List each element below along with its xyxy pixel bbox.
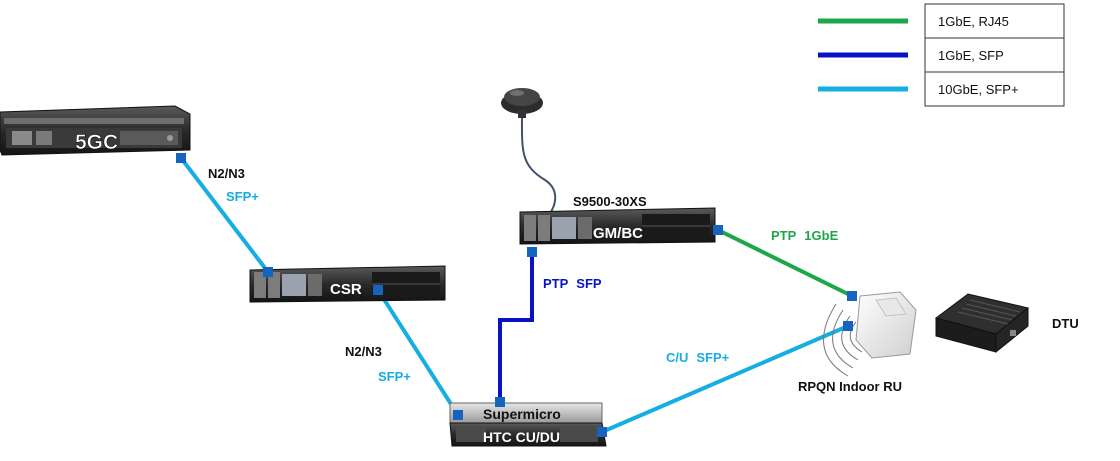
switch-label: GM/BC xyxy=(593,225,643,242)
core-label: 5GC xyxy=(75,131,118,154)
link-switch-server xyxy=(498,252,534,402)
port-radio-top xyxy=(847,291,857,301)
link-csr-server-media: SFP+ xyxy=(378,369,411,384)
csr-label: CSR xyxy=(330,281,362,298)
dtu-label: DTU xyxy=(1052,316,1079,331)
core-server: 5GC xyxy=(0,105,191,156)
legend-label-sfp: 1GbE, SFP xyxy=(938,48,1004,63)
legend-label-sfp-plus: 10GbE, SFP+ xyxy=(938,82,1019,97)
port-switch-right xyxy=(713,225,723,235)
port-core xyxy=(176,153,186,163)
wireless-signal-icon xyxy=(823,303,863,377)
port-server-top xyxy=(495,397,505,407)
port-radio-left xyxy=(843,321,853,331)
link-csr-server xyxy=(376,288,460,417)
switch-model-label: S9500-30XS xyxy=(573,194,647,209)
legend-label-rj45: 1GbE, RJ45 xyxy=(938,14,1009,29)
port-server-right xyxy=(597,427,607,437)
htc-server: Supermicro HTC CU/DU xyxy=(449,402,607,447)
link-core-csr-proto: N2/N3 xyxy=(208,166,245,181)
csr-router: CSR xyxy=(249,265,446,303)
gps-antenna-icon xyxy=(501,88,543,118)
port-csr-down xyxy=(373,285,383,295)
port-switch-down xyxy=(527,247,537,257)
radio-unit: RPQN Indoor RU xyxy=(798,291,917,394)
link-switch-radio xyxy=(717,228,853,298)
legend-box xyxy=(924,3,1065,107)
link-core-csr xyxy=(179,156,270,274)
dtu-device: DTU xyxy=(934,293,1079,354)
radio-label: RPQN Indoor RU xyxy=(798,379,902,394)
switch-s9500: GM/BC S9500-30XS xyxy=(519,194,716,245)
server-vendor-label: Supermicro xyxy=(483,406,561,422)
link-server-radio xyxy=(601,324,849,434)
links xyxy=(179,111,853,434)
link-core-csr-media: SFP+ xyxy=(226,189,259,204)
link-csr-server-proto: N2/N3 xyxy=(345,344,382,359)
legend: 1GbE, RJ45 1GbE, SFP 10GbE, SFP+ xyxy=(818,3,1065,107)
port-csr-up xyxy=(263,267,273,277)
port-server-left xyxy=(453,410,463,420)
antenna-cable xyxy=(520,111,557,216)
ports xyxy=(176,153,857,437)
server-label: HTC CU/DU xyxy=(483,429,560,445)
